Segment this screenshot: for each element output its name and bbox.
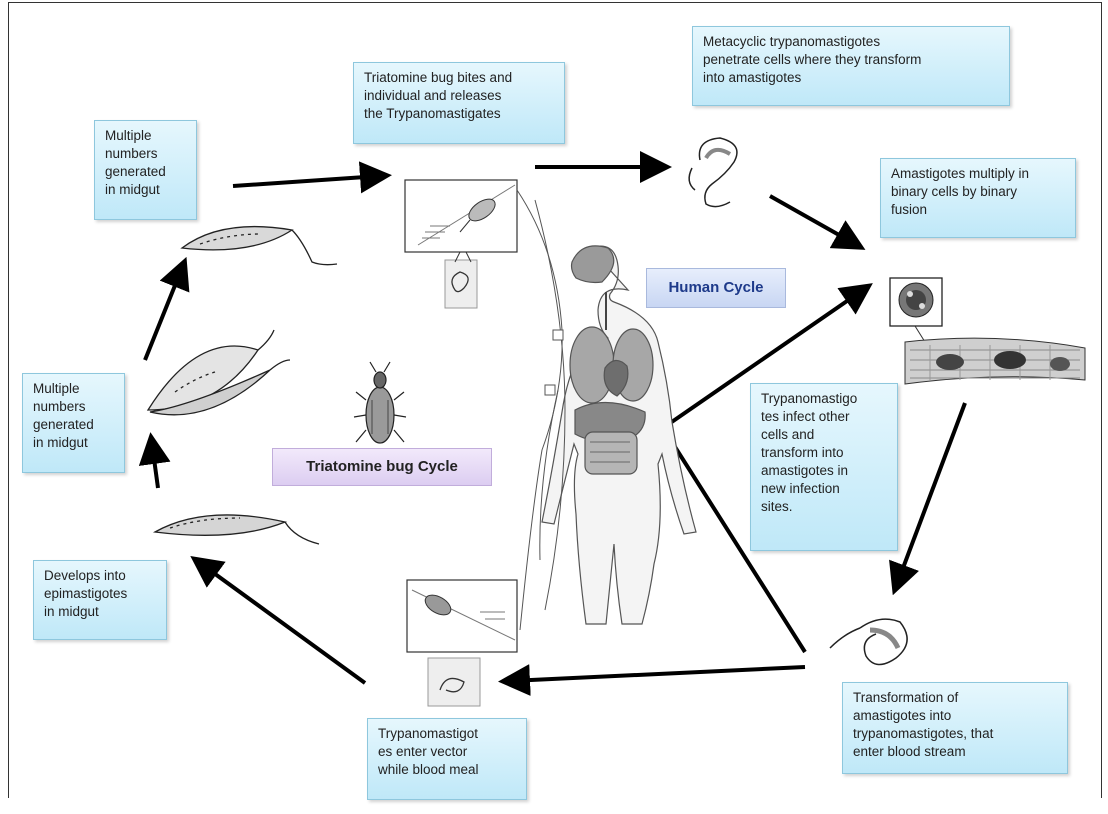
enter-vector-box: Trypanomastigot es enter vector while bl… (367, 718, 527, 800)
metacyclic-box: Metacyclic trypanomastigotes penetrate c… (692, 26, 1010, 106)
amastigote-cell (890, 278, 942, 342)
arrow-to-epimastigote (200, 563, 365, 683)
epimastigote-dividing (148, 330, 290, 415)
human-cycle-label: Human Cycle (646, 268, 786, 308)
arrow-up-lower (152, 444, 158, 488)
bloodstream-trypomastigote (830, 619, 907, 664)
metacyclic-trypomastigote (689, 138, 737, 207)
arrow-to-amastigote-cell (770, 196, 855, 244)
arrow-down-right (897, 403, 965, 584)
bite-inset (405, 180, 517, 308)
infect-other-cells-box: Trypanomastigo tes infect other cells an… (750, 383, 898, 551)
bug-bite-box: Triatomine bug bites and individual and … (353, 62, 565, 144)
multiple-numbers-upper-box: Multiple numbers generated in midgut (94, 120, 197, 220)
amastigotes-multiply-box: Amastigotes multiply in binary cells by … (880, 158, 1076, 238)
multiple-numbers-lower-box: Multiple numbers generated in midgut (22, 373, 125, 473)
arrow-up-upper (145, 268, 182, 360)
epimastigote-lower (155, 515, 319, 544)
muscle-tissue (905, 338, 1085, 384)
develops-epimastigotes-box: Develops into epimastigotes in midgut (33, 560, 167, 640)
arrow-to-bug-bite (233, 176, 380, 186)
triatomine-bug-illustration (354, 362, 406, 443)
connector-lines (517, 190, 565, 630)
transformation-box: Transformation of amastigotes into trypa… (842, 682, 1068, 774)
triatomine-bug-cycle-label: Triatomine bug Cycle (272, 448, 492, 486)
epimastigote-upper (182, 227, 337, 265)
arrow-to-vector-inset (510, 667, 805, 681)
vector-inset (407, 580, 517, 706)
